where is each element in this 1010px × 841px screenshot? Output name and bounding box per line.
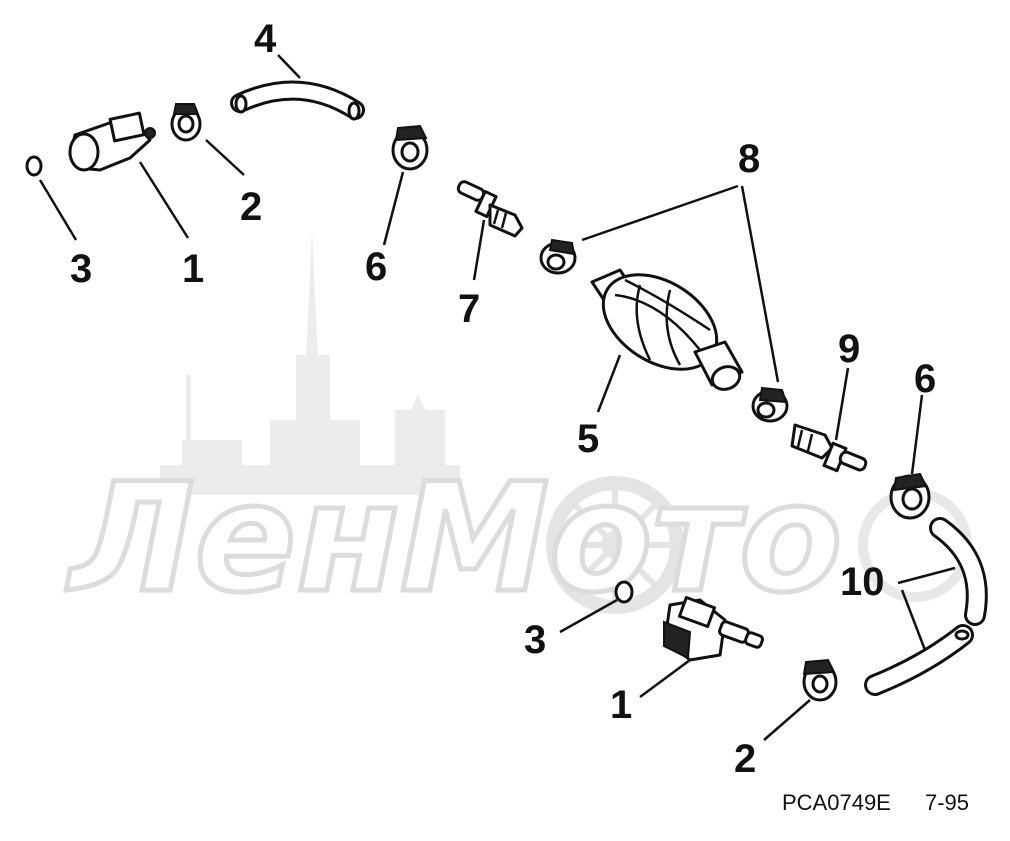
callout-1: 1 <box>182 247 204 291</box>
connector-icon <box>663 595 764 662</box>
callout-2: 2 <box>734 737 756 781</box>
watermark-text: ЛенМото <box>66 452 842 626</box>
parts <box>25 80 988 702</box>
hose-clamp-icon <box>170 103 202 142</box>
hose-clamp-icon <box>539 238 577 275</box>
callout-2: 2 <box>240 185 262 229</box>
hose-clamp-icon <box>391 124 429 171</box>
connector-icon <box>68 111 156 172</box>
watermark-skyline <box>160 230 460 495</box>
callout-labels: 3 1 2 4 6 7 8 5 9 6 10 3 1 2 <box>70 17 936 781</box>
hose-clamp-icon <box>802 658 838 702</box>
callout-9: 9 <box>838 327 860 371</box>
drawing-code: PCA0749E <box>782 790 891 815</box>
o-ring-icon <box>614 580 634 604</box>
watermark: ЛенМото <box>64 230 972 629</box>
callout-6: 6 <box>914 357 936 401</box>
callout-3: 3 <box>70 247 92 291</box>
callout-6: 6 <box>365 245 387 289</box>
callout-5: 5 <box>577 417 599 461</box>
footer: PCA0749E 7-95 <box>782 790 969 815</box>
hose-fitting-icon <box>790 423 868 473</box>
drawing-date: 7-95 <box>925 790 969 815</box>
hose-clamp-icon <box>889 472 931 520</box>
leader-lines <box>38 54 956 741</box>
fuel-hose-icon <box>230 80 365 121</box>
o-ring-icon <box>25 155 43 177</box>
primer-bulb-icon <box>590 268 744 391</box>
callout-8: 8 <box>738 137 760 181</box>
callout-7: 7 <box>458 287 480 331</box>
callout-3: 3 <box>524 618 546 662</box>
hose-fitting-icon <box>456 180 524 238</box>
fuel-hose-icon <box>864 517 988 696</box>
callout-10: 10 <box>840 560 885 604</box>
callout-1: 1 <box>610 683 632 727</box>
callout-4: 4 <box>254 17 277 61</box>
hose-clamp-icon <box>751 386 789 423</box>
